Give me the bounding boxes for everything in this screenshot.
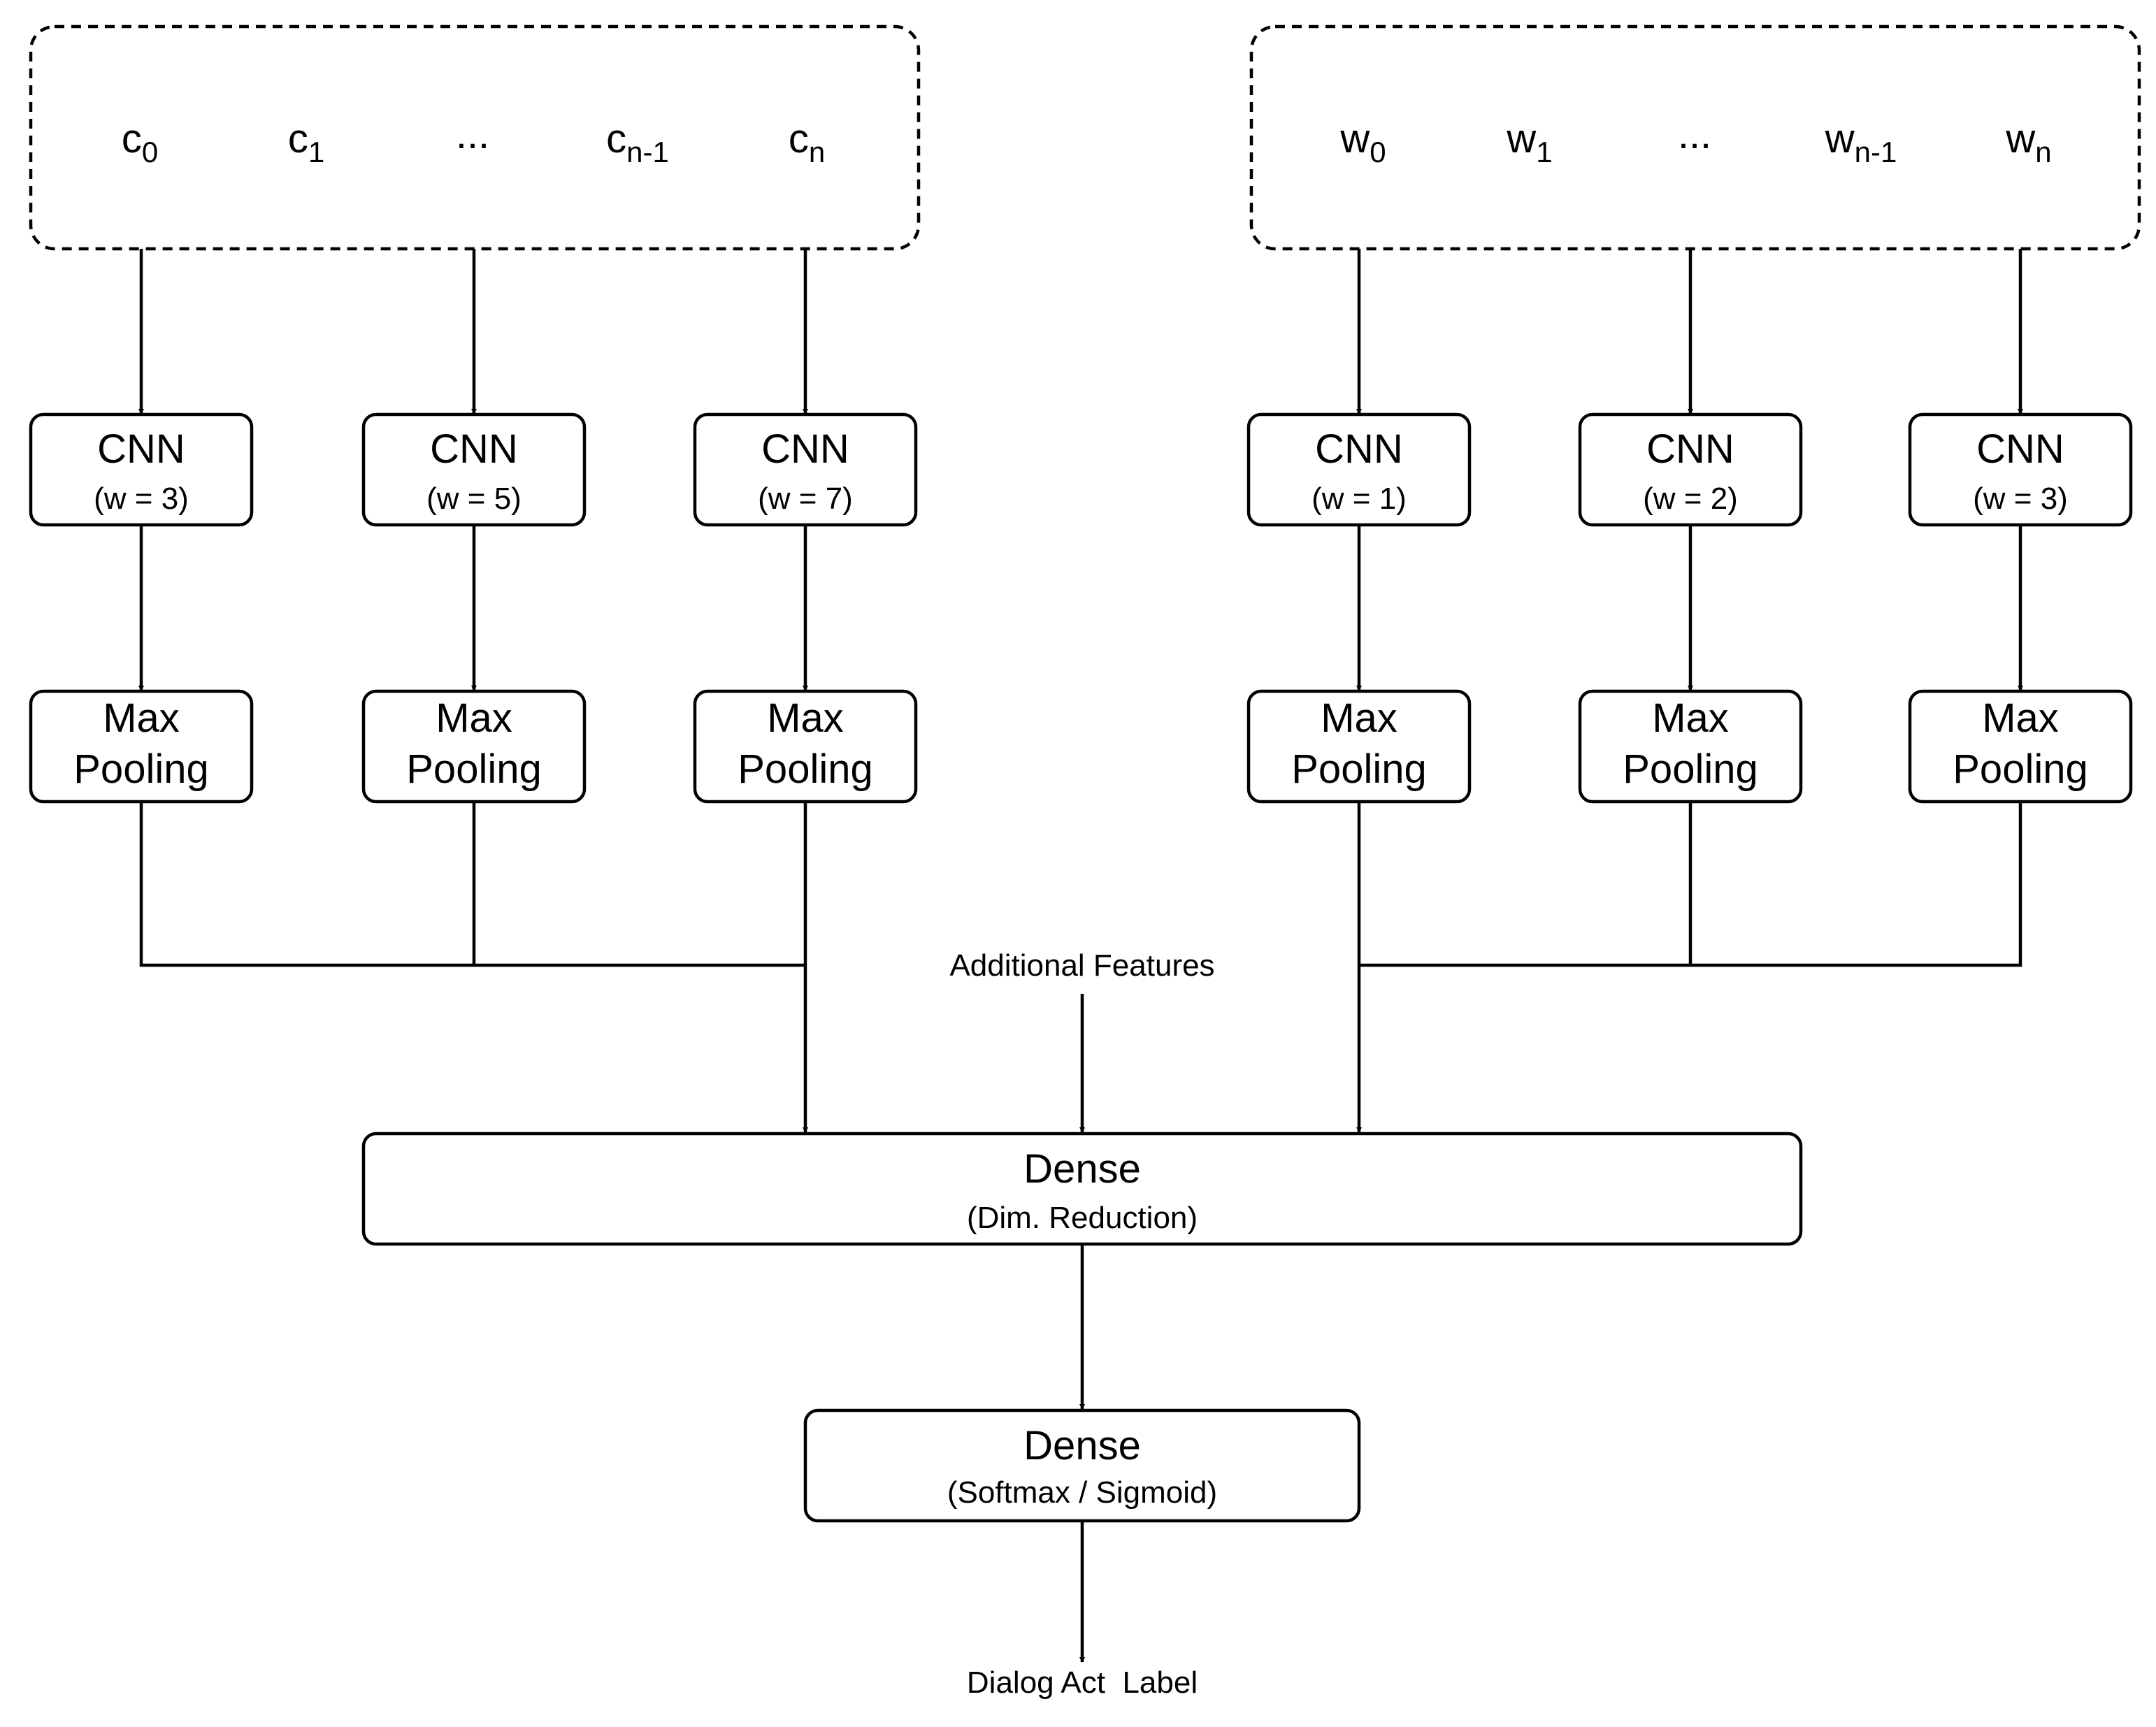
svg-text:(w = 5): (w = 5) [426,482,522,516]
cnn-box: CNN (w = 5) [361,412,587,527]
word-token: w1 [1506,116,1552,168]
max-pooling-box: Max Pooling [1578,689,1803,804]
svg-text:(w = 7): (w = 7) [758,482,853,516]
dense-output-box: Dense (Softmax / Sigmoid) [803,1408,1361,1523]
svg-text:Max: Max [1982,695,2059,741]
svg-text:Pooling: Pooling [738,746,872,792]
svg-text:Pooling: Pooling [73,746,208,792]
max-pooling-box: Max Pooling [29,689,254,804]
max-pooling-box: Max Pooling [1908,689,2133,804]
output-label: Dialog Act Label [967,1665,1198,1700]
svg-text:Pooling: Pooling [1623,746,1758,792]
svg-text:CNN: CNN [430,426,518,472]
svg-text:(w = 3): (w = 3) [94,482,189,516]
cnn-box: CNN (w = 3) [1908,412,2133,527]
connector [139,802,805,967]
svg-text:CNN: CNN [1315,426,1403,472]
additional-features-label: Additional Features [949,948,1214,983]
svg-text:(Dim. Reduction): (Dim. Reduction) [967,1201,1198,1235]
svg-text:(w = 1): (w = 1) [1311,482,1407,516]
svg-text:Dense: Dense [1023,1146,1141,1192]
svg-text:Max: Max [1321,695,1397,741]
word-token: wn-1 [1825,116,1897,168]
svg-text:Pooling: Pooling [1291,746,1426,792]
svg-text:Max: Max [436,695,512,741]
svg-text:Dense: Dense [1023,1423,1141,1468]
svg-text:CNN: CNN [761,426,849,472]
max-pooling-box: Max Pooling [1246,689,1472,804]
cnn-box: CNN (w = 2) [1578,412,1803,527]
svg-text:(w = 3): (w = 3) [1973,482,2068,516]
word-token: wn [2005,116,2051,168]
svg-text:CNN: CNN [97,426,185,472]
cnn-box: CNN (w = 7) [693,412,918,527]
max-pooling-box: Max Pooling [693,689,918,804]
cnn-box: CNN (w = 1) [1246,412,1472,527]
word-ellipsis: ... [1678,112,1711,157]
char-token: c1 [288,116,324,168]
char-token: cn [789,116,825,168]
svg-text:Max: Max [767,695,844,741]
svg-text:Pooling: Pooling [1953,746,2087,792]
svg-text:CNN: CNN [1976,426,2064,472]
char-ellipsis: ... [456,112,489,157]
connector [1359,802,2022,967]
word-token: w0 [1339,116,1386,168]
dense-dim-reduction-box: Dense (Dim. Reduction) [361,1132,1803,1246]
svg-text:Pooling: Pooling [406,746,541,792]
svg-text:(Softmax / Sigmoid): (Softmax / Sigmoid) [947,1475,1217,1510]
char-token: c0 [122,116,158,168]
char-token: cn-1 [606,116,669,168]
svg-text:CNN: CNN [1646,426,1734,472]
svg-text:Max: Max [1652,695,1729,741]
cnn-box: CNN (w = 3) [29,412,254,527]
svg-text:Max: Max [103,695,180,741]
svg-text:(w = 2): (w = 2) [1643,482,1738,516]
char-input-group [29,24,921,251]
max-pooling-box: Max Pooling [361,689,587,804]
word-input-group [1249,24,2141,251]
